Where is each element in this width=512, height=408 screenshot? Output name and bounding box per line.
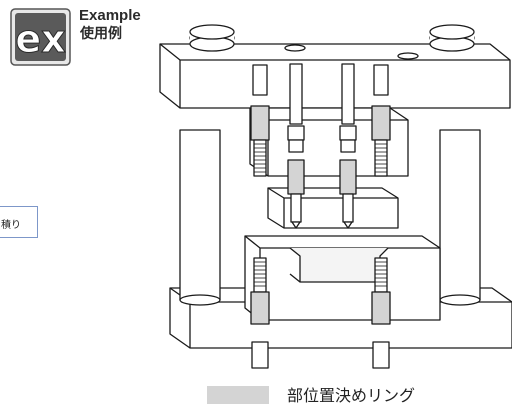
upper-screw-left bbox=[250, 64, 270, 177]
die-set-illustration bbox=[159, 24, 512, 369]
legend-label: 部位置決めリング bbox=[287, 386, 416, 405]
punch-left bbox=[287, 63, 305, 229]
example-title-ja: 使用例 bbox=[80, 26, 122, 42]
side-tab[interactable]: 積り bbox=[0, 206, 38, 238]
lower-die-block bbox=[244, 235, 441, 321]
right-guide-post bbox=[439, 129, 481, 306]
example-title: Example bbox=[79, 7, 141, 24]
svg-text:ex: ex bbox=[15, 17, 65, 61]
lower-screw-left bbox=[250, 257, 270, 369]
lower-screw-right bbox=[371, 257, 391, 369]
punch-right bbox=[339, 63, 357, 229]
left-guide-post bbox=[179, 129, 221, 306]
upper-screw-right bbox=[371, 64, 391, 177]
example-logo-icon: ex bbox=[10, 8, 71, 66]
upper-plate bbox=[159, 24, 511, 109]
legend-swatch bbox=[207, 386, 269, 404]
side-tab-label: 積り bbox=[1, 220, 21, 231]
